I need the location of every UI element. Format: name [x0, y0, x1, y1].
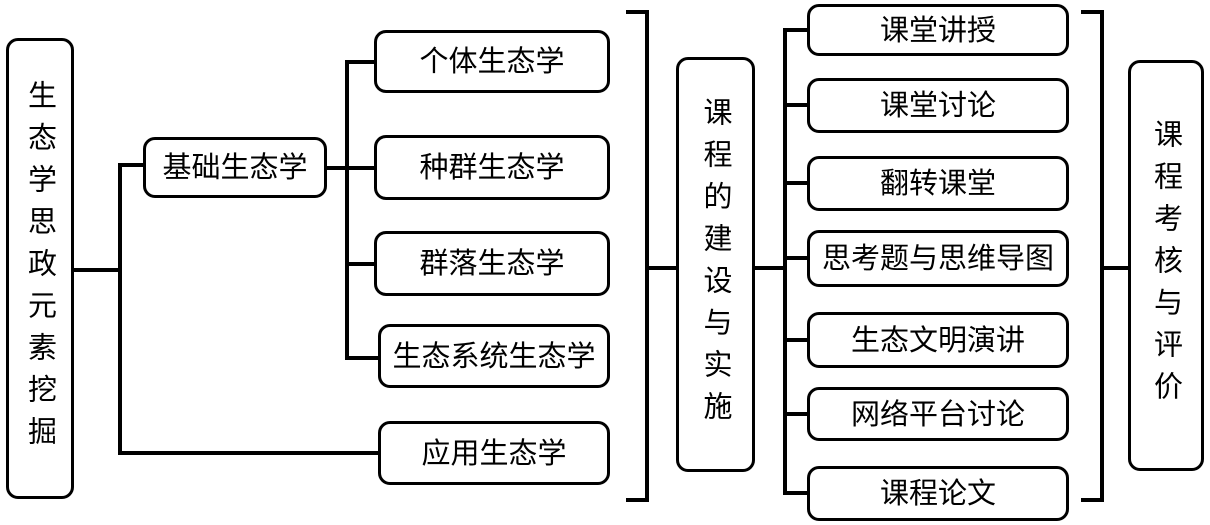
applied-ecology-node: 应用生态学: [378, 421, 610, 485]
method-label: 网络平台讨论: [850, 396, 1025, 431]
method-node: 课堂讲授: [807, 4, 1069, 56]
basic-ecology-node: 基础生态学: [143, 137, 327, 198]
course-construction-node: 课程的建设与实施: [676, 57, 755, 472]
method-label: 课程论文: [879, 476, 996, 510]
method-node: 思考题与思维导图: [807, 230, 1069, 287]
basic-child-label: 个体生态学: [419, 44, 565, 78]
root-node-label: 生态学思政元素挖掘: [23, 79, 58, 458]
right-bracket: [1081, 10, 1104, 502]
basic-child-label: 生态系统生态学: [392, 338, 596, 373]
basic-child-node: 生态系统生态学: [378, 324, 610, 388]
course-assessment-node: 课程考核与评价: [1128, 60, 1204, 471]
method-node: 生态文明演讲: [807, 312, 1069, 368]
applied-ecology-label: 应用生态学: [421, 435, 567, 470]
basic-child-node: 种群生态学: [374, 135, 610, 200]
method-label: 课堂讨论: [879, 88, 996, 122]
root-node: 生态学思政元素挖掘: [6, 38, 74, 499]
method-node: 网络平台讨论: [807, 387, 1069, 441]
basic-child-label: 群落生态学: [419, 246, 565, 280]
method-label: 生态文明演讲: [850, 322, 1025, 357]
method-label: 思考题与思维导图: [821, 241, 1054, 275]
method-label: 课堂讲授: [879, 12, 996, 47]
course-assessment-label: 课程考核与评价: [1149, 118, 1184, 413]
method-label: 翻转课堂: [879, 166, 996, 200]
basic-child-node: 群落生态学: [374, 231, 610, 296]
left-bracket: [626, 10, 649, 502]
method-node: 课堂讨论: [807, 78, 1069, 133]
method-node: 课程论文: [807, 466, 1069, 521]
course-construction-label: 课程的建设与实施: [699, 96, 733, 433]
basic-ecology-label: 基础生态学: [162, 150, 308, 184]
basic-child-label: 种群生态学: [419, 150, 565, 184]
method-node: 翻转课堂: [807, 156, 1069, 211]
basic-child-node: 个体生态学: [374, 30, 610, 93]
